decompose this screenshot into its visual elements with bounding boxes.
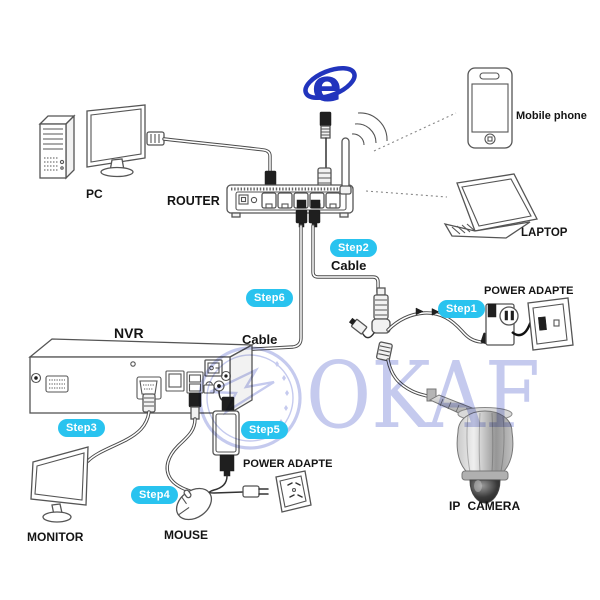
wifi-waves-icon bbox=[351, 112, 388, 146]
power-adapter-top-icon bbox=[480, 303, 543, 346]
step1-badge: Step1 bbox=[438, 300, 485, 318]
label-nvr: NVR bbox=[114, 325, 144, 341]
label-power-adapter-bottom: POWER ADAPTE bbox=[243, 458, 333, 470]
step3-badge: Step3 bbox=[58, 419, 105, 437]
step5-badge: Step5 bbox=[241, 421, 288, 439]
watermark-plane-icon bbox=[209, 367, 275, 416]
usb-mouse-cable bbox=[165, 392, 202, 494]
internet-cable bbox=[317, 111, 332, 189]
label-cable-nvr: Cable bbox=[242, 332, 278, 347]
watermark-stars bbox=[275, 361, 289, 425]
router-icon bbox=[226, 137, 354, 228]
label-mobile-phone: Mobile phone bbox=[516, 110, 587, 122]
label-router: ROUTER bbox=[167, 194, 220, 208]
nvr-icon bbox=[28, 338, 255, 415]
label-ip-camera: IP CAMERA bbox=[449, 499, 521, 513]
laptop-icon bbox=[443, 173, 538, 239]
browser-letter: e bbox=[312, 61, 342, 112]
vga-cable bbox=[86, 393, 156, 463]
step2-badge: Step2 bbox=[330, 239, 377, 257]
label-cable-router: Cable bbox=[331, 258, 367, 273]
wireless-link-phone bbox=[373, 112, 457, 152]
step6-badge: Step6 bbox=[246, 289, 293, 307]
ip-camera-icon bbox=[426, 388, 514, 504]
poe-splitter-icon bbox=[348, 287, 490, 401]
label-monitor: MONITOR bbox=[27, 530, 84, 544]
wall-outlet-bottom-icon bbox=[275, 470, 312, 513]
pc-monitor-icon bbox=[86, 104, 146, 178]
pc-router-cable bbox=[146, 131, 277, 188]
mobile-phone-icon bbox=[467, 67, 513, 149]
wall-outlet-top-icon bbox=[527, 297, 574, 351]
internet-explorer-icon: e bbox=[303, 61, 357, 112]
label-mouse: MOUSE bbox=[164, 528, 209, 542]
wireless-link-laptop bbox=[365, 190, 448, 198]
watermark-text: OKAF bbox=[306, 342, 540, 449]
label-laptop: LAPTOP bbox=[521, 227, 568, 239]
router-poe-cable bbox=[311, 224, 380, 294]
pc-tower-icon bbox=[38, 114, 76, 180]
label-pc: PC bbox=[86, 187, 103, 201]
monitor-icon bbox=[30, 446, 89, 523]
lock-icon bbox=[205, 381, 213, 386]
label-power-adapter-top: POWER ADAPTE bbox=[484, 285, 574, 297]
step4-badge: Step4 bbox=[131, 486, 178, 504]
